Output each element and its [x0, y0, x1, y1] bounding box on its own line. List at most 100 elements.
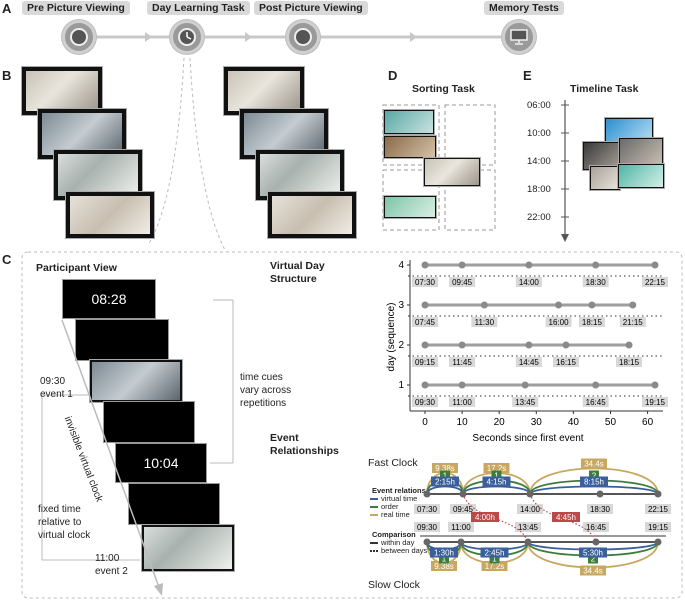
panel-letter-a: A	[2, 1, 12, 16]
virtual-time-text: 2:45h	[484, 549, 504, 558]
fast-time-label: 18:30	[590, 505, 611, 514]
slow-event-point	[457, 538, 465, 546]
time-label: 09:15	[415, 358, 436, 367]
virtual-time-arc	[462, 485, 531, 495]
time-label-bg	[449, 397, 476, 407]
time-label: 14:45	[519, 358, 540, 367]
clock-icon	[170, 20, 204, 54]
camera-icon	[62, 20, 96, 54]
order-text: 1	[443, 472, 448, 481]
fixed-time-text: virtual clock	[38, 530, 91, 541]
order-text: 2	[591, 555, 596, 564]
legend-label: real time	[381, 510, 410, 519]
slow-time-label: 09:30	[417, 523, 438, 532]
time-label: 19:15	[645, 398, 666, 407]
timeline-tick: 10:00	[527, 128, 551, 139]
fast-time-label: 14:00	[520, 505, 541, 514]
phase-label-post: Post Picture Viewing	[254, 1, 368, 15]
between-days-text: 4:00h	[475, 513, 495, 522]
order-text: 2	[592, 472, 597, 481]
timeline-photo	[619, 138, 663, 164]
comparison-title: Comparison	[372, 530, 416, 539]
participant-annotations	[41, 299, 234, 596]
real-time-badge	[432, 463, 458, 473]
order-badge	[489, 553, 500, 564]
virtual-day-title: Virtual Day	[270, 260, 325, 272]
sorting-photo	[384, 110, 434, 134]
time-label: 11:30	[475, 318, 495, 327]
panel-letter-d: D	[388, 68, 398, 83]
fast-event-point	[654, 490, 662, 498]
event-rel-title: Event	[270, 432, 299, 444]
virtual-time-badge	[482, 476, 511, 487]
x-tick-label: 60	[642, 417, 654, 428]
time-label: 11:45	[452, 358, 472, 367]
time-label-bg	[642, 397, 668, 407]
phase-label-day: Day Learning Task	[147, 1, 250, 15]
real-time-text: 17.2s	[485, 562, 505, 571]
time-label-bg	[642, 277, 668, 287]
participant-view-title: Participant View	[36, 262, 117, 274]
timeline-task-title: Timeline Task	[570, 83, 639, 95]
time-label-bg	[471, 317, 498, 327]
time-label-bg	[578, 317, 605, 327]
order-text: 1	[492, 555, 497, 564]
fixed-time-text: fixed time	[38, 504, 81, 515]
real-time-badge	[431, 561, 457, 571]
fast-clock-label: Fast Clock	[368, 457, 418, 469]
slow-event-point	[654, 538, 662, 546]
slow-time-bg	[583, 522, 609, 532]
virtual-time-text: 1:30h	[434, 549, 454, 558]
slow-time-label: 13:45	[518, 523, 539, 532]
time-label-bg	[552, 357, 579, 367]
y-tick-label: 4	[398, 260, 404, 271]
virtual-time-badge	[579, 547, 607, 558]
event-point	[588, 301, 596, 309]
time-label: 16:00	[549, 318, 570, 327]
slow-time-bg	[448, 522, 474, 532]
timeline-photo	[618, 164, 664, 188]
legend-label: order	[381, 502, 399, 511]
time-label-bg	[515, 357, 542, 367]
time-cues-text: time cues	[240, 372, 283, 383]
order-badge	[491, 470, 502, 481]
y-tick-label: 2	[398, 340, 404, 351]
event-point	[592, 261, 600, 269]
time-label: 21:15	[623, 318, 644, 327]
event-point	[480, 301, 488, 309]
blank-screen	[128, 483, 220, 525]
event2-time: 11:00	[95, 553, 120, 564]
sorting-task-title: Sorting Task	[412, 83, 475, 95]
time-label: 22:15	[645, 278, 666, 287]
timeline-photo	[590, 166, 620, 190]
event-point	[562, 341, 570, 349]
clock-screen-1: 08:28	[62, 279, 156, 319]
between-days-badge	[552, 512, 580, 522]
real-time-badge	[580, 565, 606, 576]
event-point	[421, 301, 429, 309]
comparison-label: within day	[381, 538, 415, 547]
time-label-bg	[515, 277, 542, 287]
event-rel-title: Relationships	[270, 445, 339, 457]
time-label-bg	[412, 277, 438, 287]
event-point	[555, 301, 563, 309]
virtual-time-badge	[430, 547, 458, 558]
phase-label-pre: Pre Picture Viewing	[22, 1, 130, 15]
fast-event-point	[596, 490, 604, 498]
virtual-time-text: 8:15h	[584, 478, 604, 487]
time-label: 13:45	[515, 398, 536, 407]
virtual-time-text: 2:15h	[435, 478, 455, 487]
fast-time-bg	[587, 504, 613, 514]
x-tick-label: 30	[531, 417, 543, 428]
real-time-text: 34.4s	[583, 567, 603, 576]
event-point	[458, 341, 466, 349]
x-tick-label: 0	[422, 417, 428, 428]
event-point	[458, 381, 466, 389]
time-cues-text: repetitions	[240, 398, 287, 409]
fast-time-label: 09:45	[453, 505, 474, 514]
time-label: 09:45	[452, 278, 473, 287]
